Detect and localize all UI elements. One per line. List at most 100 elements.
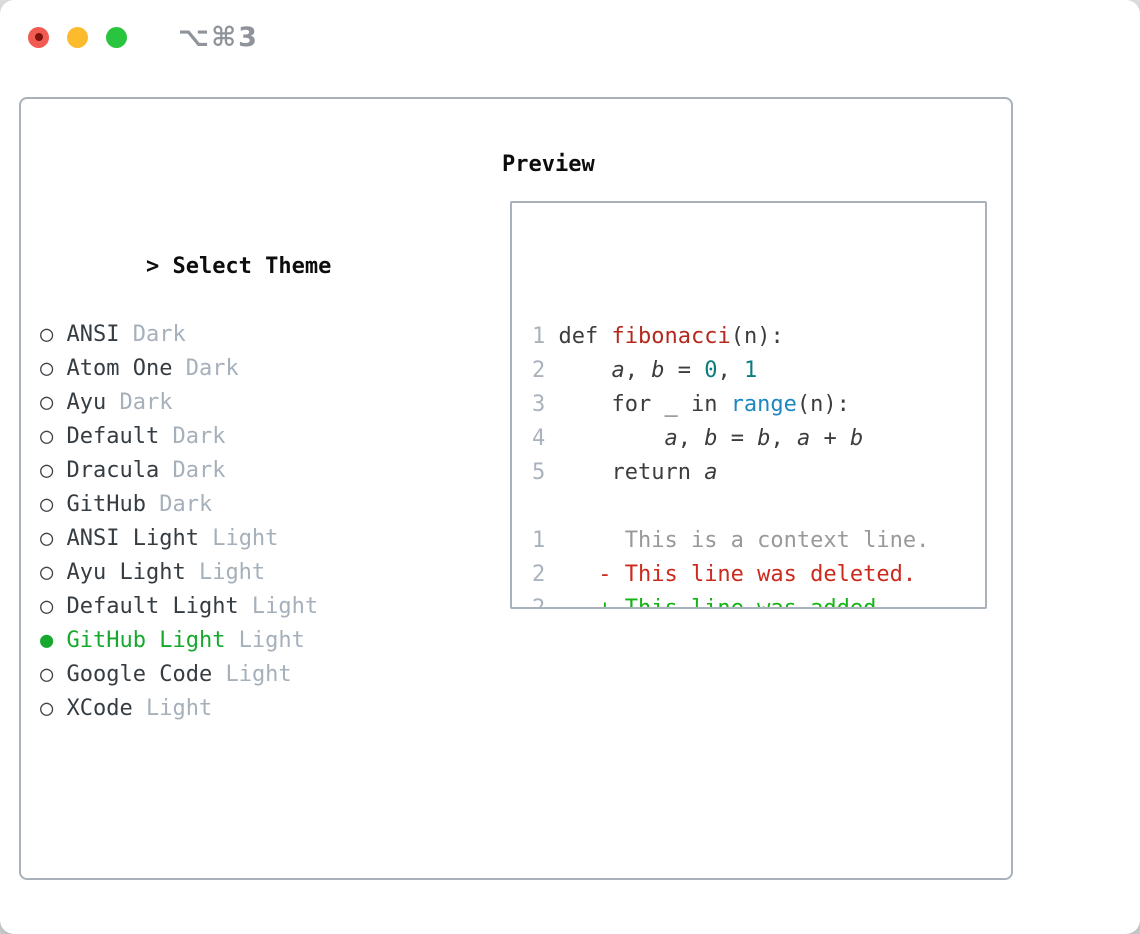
radio-icon: ○	[40, 458, 54, 483]
radio-icon: ○	[40, 662, 54, 687]
code-segment-code	[545, 426, 664, 451]
theme-name: Dracula	[53, 458, 160, 483]
code-segment-code: def	[545, 324, 612, 349]
preview-line: 2 - This line was deleted.	[532, 558, 985, 592]
code-segment-code: ,	[677, 426, 705, 451]
line-number: 3	[532, 392, 546, 417]
line-number: 2	[532, 596, 546, 609]
theme-option-xcode[interactable]: ○ XCode Light	[40, 692, 411, 726]
theme-option-ansi-light[interactable]: ○ ANSI Light Light	[40, 522, 411, 556]
theme-variant-label: Light	[132, 696, 213, 721]
theme-variant-label: Light	[198, 526, 279, 551]
code-segment-func: fibonacci	[611, 324, 731, 349]
line-number: 1	[532, 324, 546, 349]
code-segment-var: a	[704, 460, 718, 485]
code-segment-var: b	[651, 358, 665, 383]
theme-name: Ayu	[53, 390, 107, 415]
preview-line	[532, 490, 985, 524]
code-segment-added: + This line was added.	[545, 596, 890, 609]
theme-name: Default	[53, 424, 160, 449]
radio-icon: ○	[40, 696, 54, 721]
code-segment-code: ,	[717, 358, 744, 383]
radio-icon: ○	[40, 492, 54, 517]
select-theme-header: >Select Theme	[40, 216, 411, 279]
code-segment-var: a	[796, 426, 811, 451]
theme-variant-label: Dark	[145, 492, 213, 517]
theme-variant-label: Dark	[106, 390, 173, 415]
unsaved-dot-icon	[34, 33, 43, 41]
line-number: 4	[532, 426, 546, 451]
radio-icon: ○	[40, 356, 54, 381]
theme-option-github-light[interactable]: ● GitHub Light Light	[40, 624, 411, 658]
window-title: ⌥⌘3	[178, 21, 259, 53]
code-segment-code: =	[717, 426, 758, 451]
theme-variant-label: Dark	[159, 458, 226, 483]
theme-name: XCode	[53, 696, 133, 721]
code-segment-code: ,	[770, 426, 797, 451]
radio-icon: ○	[40, 594, 54, 619]
radio-icon: ○	[40, 322, 54, 347]
theme-variant-label: Light	[212, 662, 292, 687]
preview-line: 3 for _ in range(n):	[532, 388, 985, 422]
code-segment-var: b	[849, 426, 864, 451]
radio-selected-icon: ●	[40, 628, 54, 653]
preview-line: 5 return a	[532, 456, 985, 490]
line-number: 2	[532, 562, 546, 587]
code-segment-var: b	[704, 426, 718, 451]
code-segment-code: for _ in	[545, 392, 731, 417]
zoom-button[interactable]	[106, 26, 127, 48]
theme-option-default[interactable]: ○ Default Dark	[40, 420, 411, 454]
code-segment-var: a	[611, 358, 625, 383]
theme-option-list: ○ ANSI Dark○ Atom One Dark○ Ayu Dark○ De…	[40, 318, 411, 726]
code-segment-builtin: range	[730, 392, 797, 417]
code-segment-code: =	[664, 358, 705, 383]
radio-icon: ○	[40, 390, 54, 415]
code-segment-code: (n):	[730, 324, 784, 349]
code-segment-number: 0	[704, 358, 718, 383]
select-theme-title: Select Theme	[172, 254, 332, 279]
spacer	[40, 794, 411, 828]
theme-variant-label: Light	[238, 594, 319, 619]
theme-option-github[interactable]: ○ GitHub Dark	[40, 488, 411, 522]
theme-name: ANSI Light	[53, 526, 199, 551]
code-segment-code: (n):	[796, 392, 850, 417]
theme-option-atom-one[interactable]: ○ Atom One Dark	[40, 352, 411, 386]
theme-name: Default Light	[53, 594, 239, 619]
preview-line: 2 a, b = 0, 1	[532, 354, 985, 388]
theme-name: Atom One	[53, 356, 173, 381]
theme-option-default-light[interactable]: ○ Default Light Light	[40, 590, 411, 624]
radio-icon: ○	[40, 560, 54, 585]
code-segment-var: a	[664, 426, 678, 451]
theme-name: Ayu Light	[53, 560, 186, 585]
theme-variant-label: Light	[185, 560, 266, 585]
code-segment-var: b	[757, 426, 771, 451]
radio-icon: ○	[40, 526, 54, 551]
theme-option-dracula[interactable]: ○ Dracula Dark	[40, 454, 411, 488]
theme-variant-label: Dark	[159, 424, 226, 449]
line-number: 2	[532, 358, 546, 383]
code-segment-code: return	[545, 460, 705, 485]
line-number: 1	[532, 528, 546, 553]
preview-line: 4 a, b = b, a + b	[532, 422, 985, 456]
code-segment-number: 1	[743, 358, 758, 383]
minimize-button[interactable]	[67, 26, 88, 48]
radio-icon: ○	[40, 424, 54, 449]
theme-option-ayu[interactable]: ○ Ayu Dark	[40, 386, 411, 420]
theme-option-google-code[interactable]: ○ Google Code Light	[40, 658, 411, 692]
close-button[interactable]	[28, 26, 49, 48]
theme-variant-label: Light	[225, 628, 305, 653]
theme-option-ayu-light[interactable]: ○ Ayu Light Light	[40, 556, 411, 590]
preview-line: 1 This is a context line.	[532, 524, 985, 558]
theme-variant-label: Dark	[119, 322, 186, 347]
preview-line: 1 def fibonacci(n):	[532, 320, 985, 354]
theme-option-ansi[interactable]: ○ ANSI Dark	[40, 318, 411, 352]
apply-to-header: Apply To	[40, 896, 411, 930]
theme-name: Google Code	[53, 662, 213, 687]
code-segment-deleted: - This line was deleted.	[545, 562, 917, 587]
theme-variant-label: Dark	[172, 356, 239, 381]
theme-picker-panel: >Select Theme ○ ANSI Dark○ Atom One Dark…	[19, 97, 1013, 880]
theme-name: GitHub	[53, 492, 146, 517]
theme-name: GitHub Light	[53, 628, 226, 653]
